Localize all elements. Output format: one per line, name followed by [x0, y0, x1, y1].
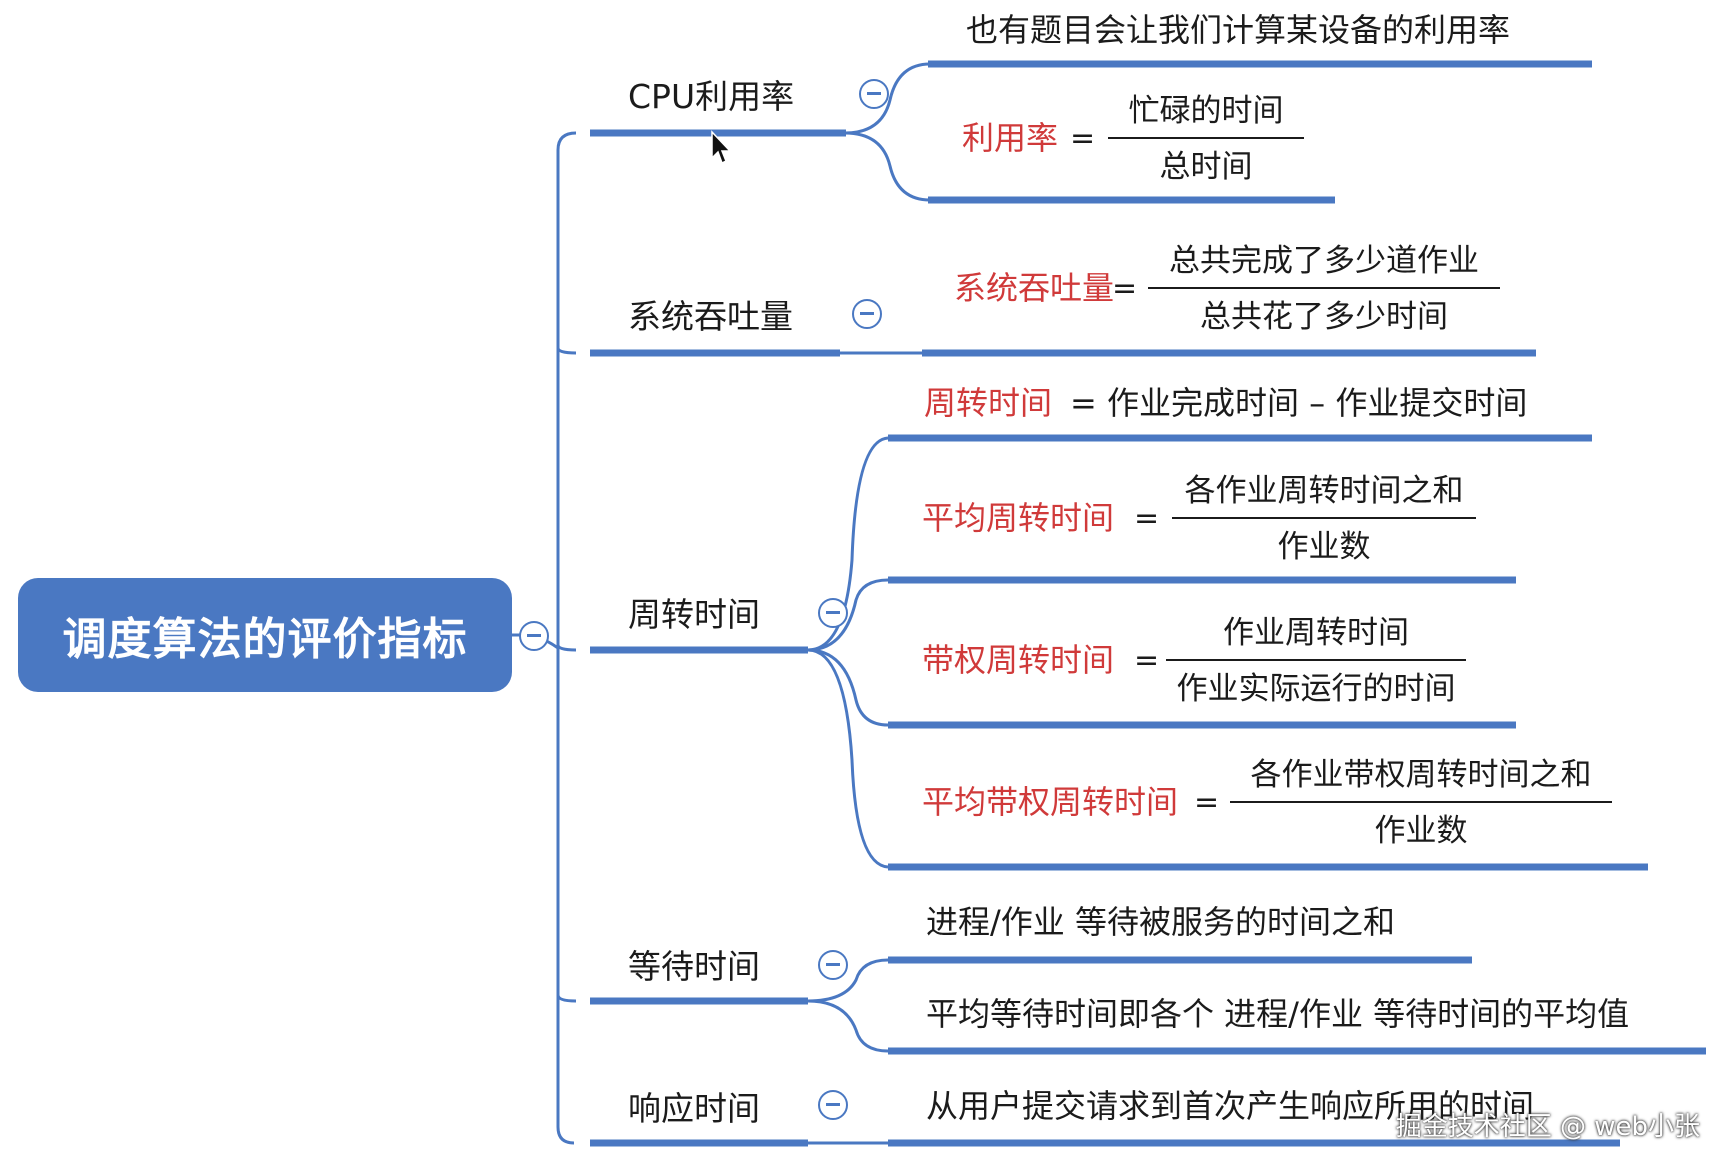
throughput-formula-fraction: 总共完成了多少道作业 总共花了多少时间 — [1148, 246, 1500, 333]
cpu-formula-denominator: 总时间 — [1159, 149, 1253, 185]
branch-throughput[interactable]: 系统吞吐量 — [628, 297, 793, 336]
throughput-formula-numerator: 总共完成了多少道作业 — [1169, 243, 1479, 279]
branch-response[interactable]: 响应时间 — [628, 1089, 760, 1128]
cpu-formula-fraction: 忙碌的时间 总时间 — [1108, 96, 1304, 183]
response-item-1[interactable]: 从用户提交请求到首次产生响应所用的时间 — [926, 1087, 1535, 1125]
throughput-formula-denominator: 总共花了多少时间 — [1200, 299, 1448, 335]
collapse-throughput-icon[interactable] — [852, 299, 882, 329]
avg-turnaround-fraction: 各作业周转时间之和 作业数 — [1172, 476, 1476, 563]
avg-weighted-turnaround-denominator: 作业数 — [1374, 813, 1468, 849]
branch-waiting[interactable]: 等待时间 — [628, 947, 760, 986]
fraction-bar — [1230, 801, 1612, 803]
avg-weighted-turnaround-numerator: 各作业带权周转时间之和 — [1250, 757, 1592, 793]
weighted-turnaround-fraction: 作业周转时间 作业实际运行的时间 — [1166, 618, 1466, 705]
avg-turnaround-eq: = — [1134, 501, 1160, 536]
throughput-formula-lhs: 系统吞吐量 — [954, 269, 1115, 307]
fraction-bar — [1172, 517, 1476, 519]
throughput-formula-eq: = — [1112, 271, 1138, 306]
avg-turnaround-numerator: 各作业周转时间之和 — [1184, 473, 1464, 509]
root-node[interactable]: 调度算法的评价指标 — [18, 578, 512, 692]
watermark: 掘金技术社区 @ web小张 — [1395, 1112, 1700, 1142]
mouse-pointer-icon — [711, 130, 732, 165]
collapse-response-icon[interactable] — [818, 1090, 848, 1120]
turnaround-def-lhs: 周转时间 — [924, 384, 1053, 422]
weighted-turnaround-eq: = — [1134, 643, 1160, 678]
avg-weighted-turnaround-eq: = — [1194, 785, 1220, 820]
collapse-cpu-icon[interactable] — [859, 79, 889, 109]
collapse-waiting-icon[interactable] — [818, 950, 848, 980]
cpu-formula-lhs: 利用率 — [962, 119, 1059, 157]
collapse-root-icon[interactable] — [519, 621, 549, 651]
avg-turnaround-denominator: 作业数 — [1277, 529, 1371, 565]
cpu-formula-numerator: 忙碌的时间 — [1128, 93, 1284, 129]
weighted-turnaround-numerator: 作业周转时间 — [1223, 615, 1409, 651]
fraction-bar — [1108, 137, 1304, 139]
collapse-turnaround-icon[interactable] — [818, 598, 848, 628]
cpu-note[interactable]: 也有题目会让我们计算某设备的利用率 — [966, 11, 1511, 49]
avg-weighted-turnaround-lhs: 平均带权周转时间 — [922, 783, 1179, 821]
branch-turnaround[interactable]: 周转时间 — [628, 595, 760, 634]
avg-turnaround-lhs: 平均周转时间 — [922, 499, 1115, 537]
turnaround-def-rhs: = 作业完成时间 – 作业提交时间 — [1070, 384, 1528, 422]
fraction-bar — [1148, 287, 1500, 289]
cpu-formula-eq: = — [1070, 121, 1096, 156]
fraction-bar — [1166, 659, 1466, 661]
branch-cpu-utilization[interactable]: CPU利用率 — [628, 77, 795, 116]
avg-weighted-turnaround-fraction: 各作业带权周转时间之和 作业数 — [1230, 760, 1612, 847]
weighted-turnaround-lhs: 带权周转时间 — [922, 641, 1115, 679]
waiting-item-1[interactable]: 进程/作业 等待被服务的时间之和 — [926, 903, 1395, 941]
weighted-turnaround-denominator: 作业实际运行的时间 — [1176, 671, 1456, 707]
waiting-item-2[interactable]: 平均等待时间即各个 进程/作业 等待时间的平均值 — [926, 995, 1630, 1033]
